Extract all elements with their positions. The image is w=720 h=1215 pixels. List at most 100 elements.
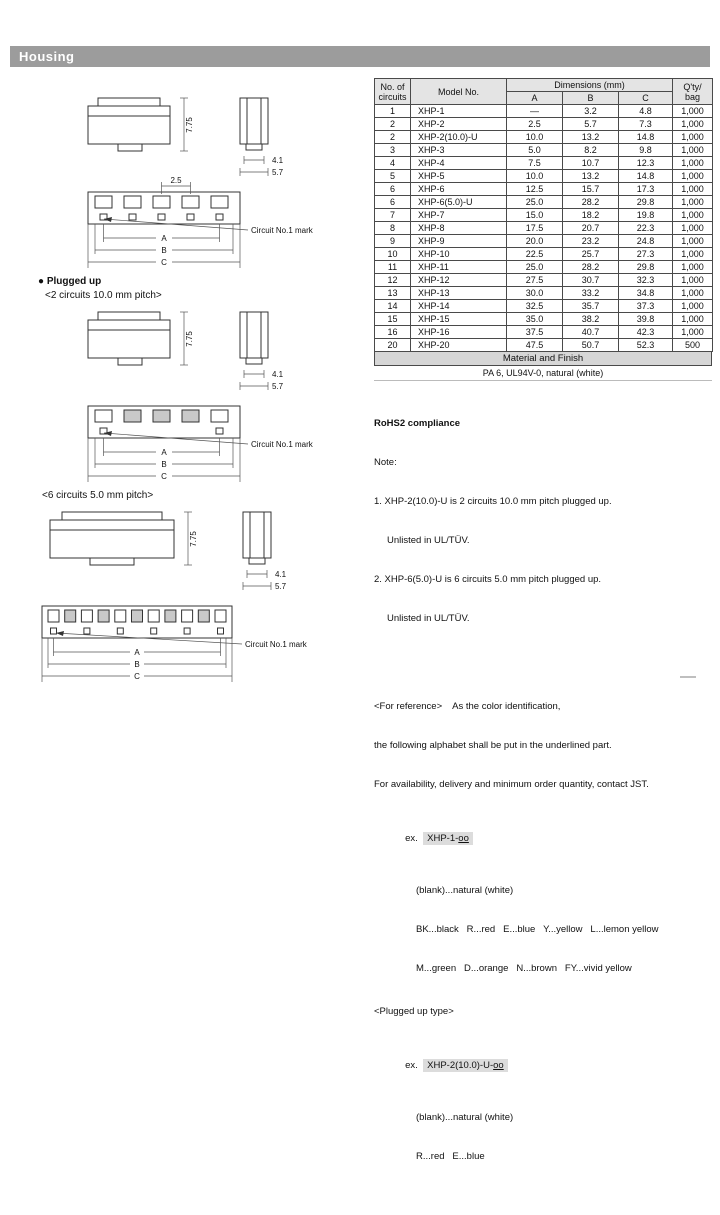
dim-57-label: 5.7 [272, 382, 284, 391]
dim-a-cell: 22.5 [506, 247, 563, 261]
circuits-cell: 10 [374, 247, 411, 261]
plugged-up-label: ● Plugged up [38, 276, 101, 287]
front-view-outline [87, 191, 241, 225]
model-cell: XHP-13 [410, 286, 507, 300]
side-view [87, 97, 171, 152]
end-view [239, 97, 269, 151]
rohs-compliance-label: RoHS2 compliance [374, 418, 461, 429]
ex-label: ex. [405, 833, 418, 844]
dim-a-cell: 25.0 [506, 260, 563, 274]
dim-c-cell: 9.8 [618, 143, 673, 157]
ex-label: ex. [405, 1060, 418, 1071]
for-reference-line2: the following alphabet shall be put in t… [374, 740, 612, 751]
circuit-mark-arrow [104, 217, 112, 222]
qty-cell: 1,000 [672, 117, 713, 131]
col-header-dimensions: Dimensions (mm) [506, 78, 673, 92]
dim-41-label: 4.1 [272, 156, 284, 165]
qty-cell: 1,000 [672, 208, 713, 222]
qty-cell: 1,000 [672, 221, 713, 235]
dim-c-cell: 34.8 [618, 286, 673, 300]
plugged-positions [64, 609, 210, 623]
note-2-line1: 2. XHP-6(5.0)-U is 6 circuits 5.0 mm pit… [374, 574, 602, 585]
dim-c-label: C [161, 258, 167, 267]
model-cell: XHP-9 [410, 234, 507, 248]
material-finish-value: PA 6, UL94V-0, natural (white) [374, 366, 712, 381]
dim-c-label: C [134, 672, 140, 681]
color-blank-line-2: (blank)...natural (white) [416, 1112, 514, 1123]
circuits-cell: 8 [374, 221, 411, 235]
dim-a-cell: 30.0 [506, 286, 563, 300]
note-2-line2: Unlisted in UL/TÜV. [387, 613, 470, 624]
dim-a-cell: 12.5 [506, 182, 563, 196]
circuit-no1-mark-label: Circuit No.1 mark [245, 640, 308, 649]
dim-c-cell: 7.3 [618, 117, 673, 131]
abc-dimension-lines [41, 638, 233, 682]
pitch-dimension-line [161, 182, 191, 194]
dim-a-cell: 15.0 [506, 208, 563, 222]
qty-cell: 500 [672, 338, 713, 352]
example-code-2-suffix: oo [493, 1060, 504, 1071]
circuit-mark-arrow [104, 431, 112, 436]
dim-a-cell: 7.5 [506, 156, 563, 170]
model-cell: XHP-11 [410, 260, 507, 274]
bullet-icon: ● [38, 276, 45, 287]
dim-c-cell: 14.8 [618, 130, 673, 144]
dim-b-cell: 38.2 [562, 312, 619, 326]
front-view: Circuit No.1 mark A B C [87, 405, 314, 482]
qty-cell: 1,000 [672, 286, 713, 300]
circuit-mark-leader [103, 218, 249, 231]
col-header-circuits-line2: circuits [378, 91, 407, 102]
col-header-qty: Q'ty/ bag [672, 78, 713, 105]
dim-c-cell: 32.3 [618, 273, 673, 287]
circuits-cell: 11 [374, 260, 411, 274]
color-codes-line-3: R...red E...blue [416, 1151, 485, 1162]
dim-b-cell: 25.7 [562, 247, 619, 261]
width-dimension-lines [242, 570, 272, 590]
example-code-1: XHP-1-oo [423, 832, 473, 845]
model-cell: XHP-1 [410, 104, 507, 118]
plugged-up-text: Plugged up [46, 276, 102, 287]
for-reference-line1: <For reference> As the color identificat… [374, 701, 561, 712]
dim-a-cell: 47.5 [506, 338, 563, 352]
dim-a-label: A [134, 648, 140, 657]
circuits-cell: 5 [374, 169, 411, 183]
circuits-cell: 20 [374, 338, 411, 352]
circuits-cell: 2 [374, 117, 411, 131]
dim-b-label: B [161, 460, 166, 469]
dim-c-cell: 19.8 [618, 208, 673, 222]
color-codes-line-2: M...green D...orange N...brown FY...vivi… [416, 963, 632, 974]
model-cell: XHP-14 [410, 299, 507, 313]
qty-cell: 1,000 [672, 273, 713, 287]
qty-cell: 1,000 [672, 260, 713, 274]
dim-b-cell: 3.2 [562, 104, 619, 118]
end-view [239, 311, 269, 365]
dim-a-label: A [161, 234, 167, 243]
specs-column: No. of circuits Model No. Dimensions (mm… [374, 78, 713, 1215]
technical-drawings: 7.75 4.1 5.7 [38, 88, 374, 708]
dim-b-cell: 50.7 [562, 338, 619, 352]
qty-cell: 1,000 [672, 247, 713, 261]
circuit-mark-leader [55, 632, 243, 645]
dim-c-cell: 24.8 [618, 234, 673, 248]
example-code-1-suffix: oo [458, 833, 469, 844]
drawing-plugged-6-circuits: 7.75 4.1 5.7 [41, 511, 308, 682]
dim-a-cell: 17.5 [506, 221, 563, 235]
dim-c-label: C [161, 472, 167, 481]
qty-cell: 1,000 [672, 195, 713, 209]
dim-c-cell: 22.3 [618, 221, 673, 235]
dim-c-cell: 4.8 [618, 104, 673, 118]
dim-b-cell: 13.2 [562, 130, 619, 144]
dim-41-label: 4.1 [275, 570, 287, 579]
dim-b-cell: 33.2 [562, 286, 619, 300]
note-1-line1: 1. XHP-2(10.0)-U is 2 circuits 10.0 mm p… [374, 496, 612, 507]
qty-cell: 1,000 [672, 104, 713, 118]
example-code-1-prefix: XHP-1- [427, 833, 459, 844]
